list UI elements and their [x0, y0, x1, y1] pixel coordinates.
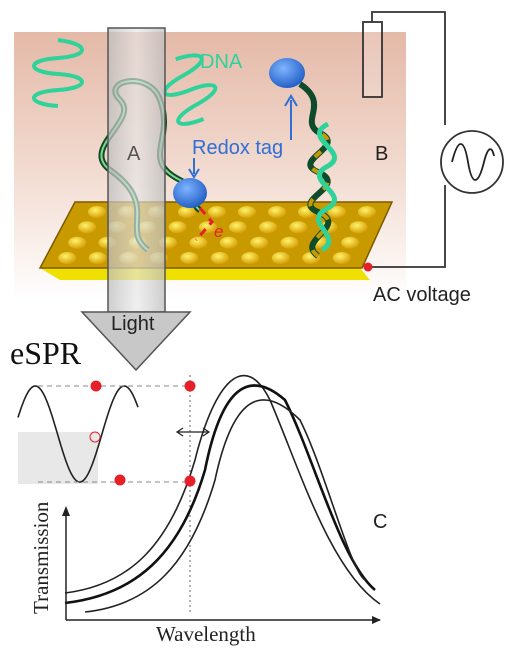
contact-dot [363, 262, 373, 272]
dna-label: DNA [200, 51, 243, 73]
spr-curve-right [84, 399, 366, 613]
x-axis-arrowhead [372, 616, 381, 624]
nanodot [250, 236, 269, 249]
sine-peak-marker [90, 380, 102, 392]
nanodot [259, 221, 278, 234]
redox-arrowhead-up [284, 94, 298, 107]
nanodot [88, 206, 106, 218]
light-arrowhead [80, 311, 192, 372]
electron-transfer-path [194, 207, 214, 241]
y-axis-label: Transmission [29, 501, 53, 614]
nanodot [268, 206, 286, 218]
free-dna-helix-left [32, 38, 84, 108]
nanodot [358, 206, 376, 218]
spr-curve-center [64, 384, 376, 605]
curve-lower-marker [184, 475, 196, 487]
nanodot [180, 252, 199, 264]
nanodot [332, 252, 351, 264]
nanodot [178, 206, 196, 218]
wire-bottom [368, 185, 446, 268]
nanodot [341, 236, 360, 249]
shift-arrowheads [175, 427, 211, 437]
electrode-base [40, 268, 370, 280]
x-axis-label: Wavelength [156, 622, 256, 646]
nanodot [68, 236, 87, 249]
panel-a-label: A [127, 143, 141, 165]
redox-tag-top [269, 58, 305, 88]
y-axis-arrowhead [62, 506, 70, 516]
ac-wave-icon [451, 143, 495, 181]
sine-midpoint-marker [89, 431, 101, 443]
nanodot [219, 236, 238, 249]
nanodot [78, 221, 97, 234]
nanodot [241, 252, 260, 264]
nanodot [58, 252, 77, 264]
spr-curve-left [64, 374, 381, 605]
nanodot [210, 252, 229, 264]
nanodot [280, 236, 299, 249]
nanodot [168, 221, 187, 234]
panel-c-label: C [373, 511, 388, 533]
nanodot [208, 206, 226, 218]
electron-label: e [214, 222, 224, 241]
light-beam [107, 27, 166, 313]
nanodot [189, 236, 208, 249]
nanodot [88, 252, 107, 264]
nanodot [289, 221, 308, 234]
light-label: Light [111, 313, 155, 335]
nanodot [271, 252, 290, 264]
redox-arrowhead-down [188, 168, 200, 179]
curve-upper-marker [184, 380, 196, 392]
nanodot [228, 221, 247, 234]
redox-tag-label: Redox tag [192, 137, 284, 159]
free-dna-helix-center [162, 53, 218, 126]
nanodot [349, 221, 368, 234]
counter-electrode [362, 21, 383, 98]
espr-inset-shade [18, 432, 98, 484]
panel-b-label: B [375, 143, 389, 165]
sine-trough-marker [114, 474, 126, 486]
redox-tag-surface [173, 178, 207, 208]
espr-title: eSPR [10, 335, 82, 371]
dna-helix-green-strand [316, 121, 337, 253]
nanodot [328, 206, 346, 218]
ac-source [440, 130, 504, 194]
ac-voltage-label: AC voltage [373, 284, 471, 306]
wire-top [371, 11, 446, 125]
nanodot [238, 206, 256, 218]
